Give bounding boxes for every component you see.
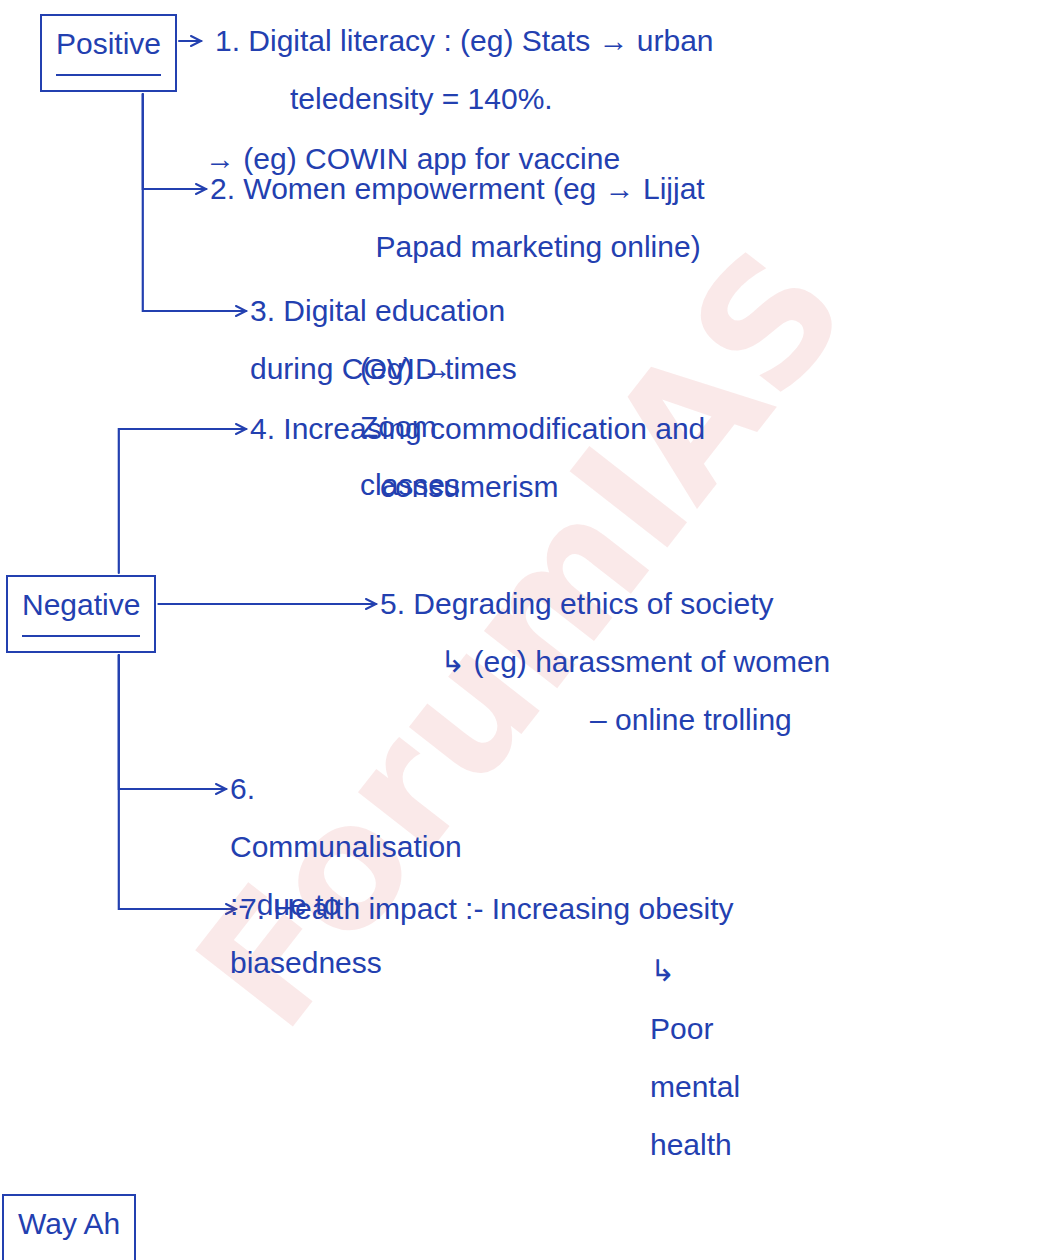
- note-item: 2. Women empowerment (eg → Lijjat Papad …: [210, 160, 711, 276]
- note-text: 7. Health impact :- Increasing obesity: [240, 880, 734, 938]
- heading-text: Way Ah: [18, 1204, 120, 1244]
- heading-box: Negative: [6, 575, 156, 653]
- note-text: 1. Digital literacy : (eg) Stats → urban…: [215, 12, 720, 128]
- note-item: 7. Health impact :- Increasing obesity↳ …: [240, 880, 741, 1174]
- note-text: 6. Communalisation :- due to biasedness: [230, 760, 462, 992]
- connector-arrow: [119, 655, 226, 789]
- note-item: 5. Degrading ethics of society↳ (eg) har…: [380, 575, 837, 749]
- note-text: ↳ (eg) harassment of women – online trol…: [440, 633, 836, 749]
- note-item: 6. Communalisation :- due to biasedness: [230, 760, 462, 992]
- note-text: ↳ Poor mental health: [650, 942, 741, 1174]
- note-text: 4. Increasing commodification and consum…: [250, 400, 711, 516]
- heading-text: Negative: [22, 585, 140, 637]
- connector-arrow: [143, 94, 206, 189]
- note-item: 4. Increasing commodification and consum…: [250, 400, 712, 516]
- heading-box: Way Ah: [2, 1194, 136, 1260]
- heading-text: Positive: [56, 24, 161, 76]
- connector-arrow: [158, 603, 376, 605]
- connector-arrow: [179, 40, 201, 42]
- connector-arrow: [119, 429, 246, 573]
- watermark: ForumIAS: [158, 216, 882, 1064]
- note-text: 5. Degrading ethics of society: [380, 575, 774, 633]
- note-text: 2. Women empowerment (eg → Lijjat Papad …: [210, 160, 711, 276]
- heading-box: Positive: [40, 14, 177, 92]
